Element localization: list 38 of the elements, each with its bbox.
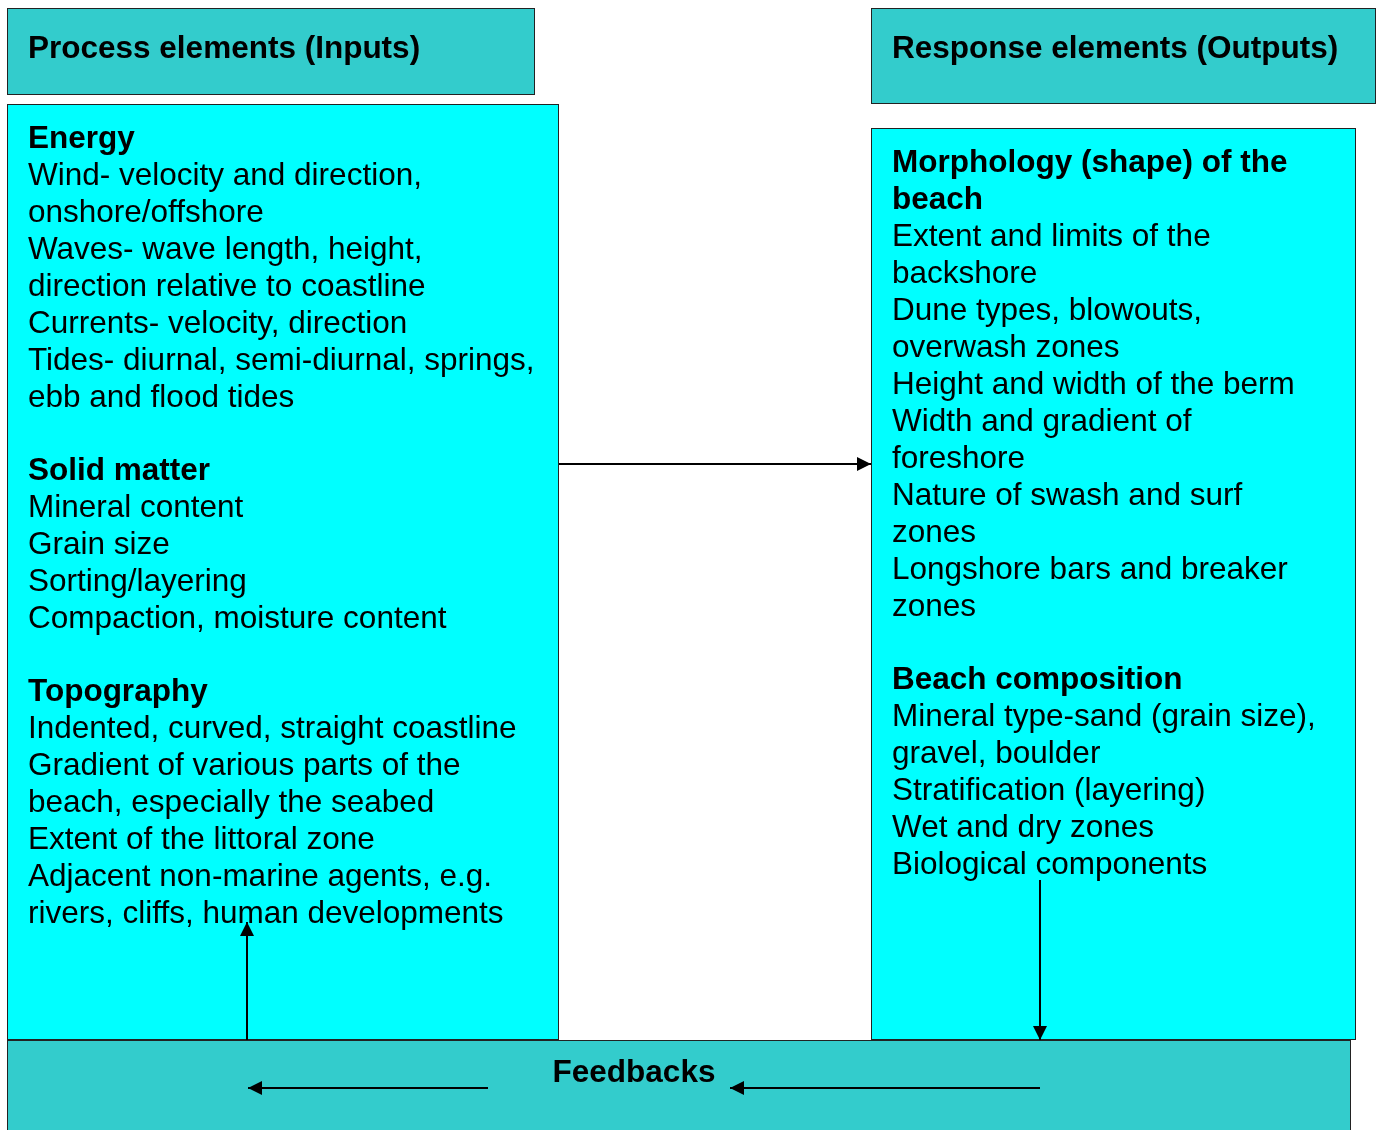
arrow <box>240 921 254 1041</box>
arrow <box>1033 879 1047 1041</box>
text-line: Biological components <box>892 845 1209 882</box>
text-line: Height and width of the berm <box>892 365 1296 402</box>
text-line: Tides- diurnal, semi-diurnal, springs, ebb and flood tides <box>28 341 536 415</box>
text-line: Mineral content <box>28 488 245 525</box>
text-line: Mineral type-sand (grain size), gravel, boulder <box>892 697 1317 771</box>
text-line: Indented, curved, straight coastline <box>28 709 518 746</box>
arrow <box>558 457 872 471</box>
content-box <box>7 104 559 1040</box>
text-line: Sorting/layering <box>28 562 248 599</box>
text-line: Gradient of various parts of the beach, especially the seabed <box>28 746 462 820</box>
text-line: Nature of swash and surf zones <box>892 476 1244 550</box>
text-line: Dune types, blowouts, overwash zones <box>892 291 1203 365</box>
text-line: Longshore bars and breaker zones <box>892 550 1289 624</box>
text-line: Stratification (layering) <box>892 771 1207 808</box>
text-line: Grain size <box>28 525 171 562</box>
feedback-band <box>7 1040 1351 1130</box>
text-line: Adjacent non-marine agents, e.g. rivers, cliffs, human developments <box>28 857 505 931</box>
text-line: Waves- wave length, height, direction relative to coastline <box>28 230 427 304</box>
heading: Solid matter <box>28 451 212 488</box>
content-box <box>871 128 1356 1040</box>
header-box <box>871 8 1376 104</box>
heading: Morphology (shape) of the beach <box>892 143 1289 217</box>
text-line: Wet and dry zones <box>892 808 1156 845</box>
text-line: Extent of the littoral zone <box>28 820 376 857</box>
text-line: Compaction, moisture content <box>28 599 448 636</box>
heading: Response elements (Outputs) <box>892 29 1340 66</box>
heading: Feedbacks <box>552 1053 716 1090</box>
text-line: Wind- velocity and direction, onshore/offshore <box>28 156 423 230</box>
heading: Process elements (Inputs) <box>28 29 422 66</box>
heading: Topography <box>28 672 209 709</box>
heading: Beach composition <box>892 660 1184 697</box>
heading: Energy <box>28 119 136 156</box>
header-box <box>7 8 535 95</box>
text-line: Width and gradient of foreshore <box>892 402 1193 476</box>
text-line: Currents- velocity, direction <box>28 304 409 341</box>
text-line: Extent and limits of the backshore <box>892 217 1212 291</box>
